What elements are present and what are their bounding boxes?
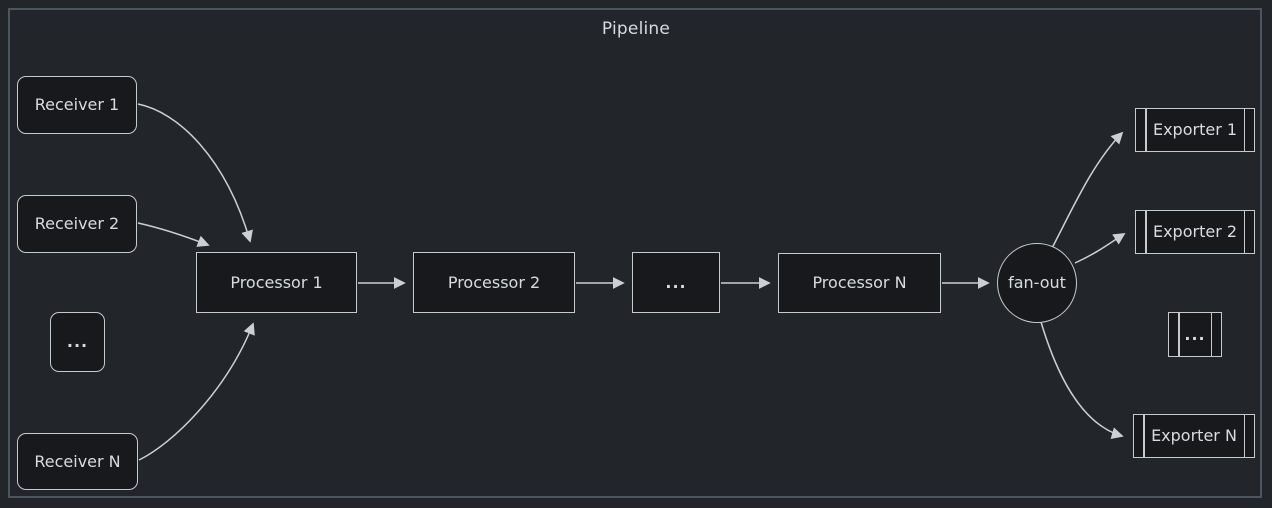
edge-receiverN-processor1: [138, 322, 255, 461]
edge-receiver2-processor1: [137, 222, 210, 247]
subroutine-line: [1243, 415, 1245, 457]
node-processor-n: Processor N: [778, 253, 941, 313]
edge-fanout-exporter1: [1050, 131, 1124, 251]
subroutine-line: [1243, 109, 1245, 151]
node-receiver-2-label: Receiver 2: [34, 214, 120, 234]
node-exporter-2-label: Exporter 2: [1152, 222, 1238, 242]
subroutine-line: [1178, 313, 1180, 356]
diagram-title: Pipeline: [601, 19, 671, 39]
node-processor-1: Processor 1: [196, 252, 357, 313]
node-processor-2: Processor 2: [413, 252, 575, 313]
node-exporter-ellipsis-label: ...: [1184, 324, 1206, 344]
subroutine-line: [1143, 415, 1145, 457]
node-processor-1-label: Processor 1: [230, 272, 323, 292]
edge-receiver1-processor1: [137, 103, 253, 243]
node-fan-out: fan-out: [997, 243, 1077, 323]
subroutine-line: [1243, 211, 1245, 253]
node-fan-out-label: fan-out: [1008, 273, 1066, 293]
node-exporter-n: Exporter N: [1133, 414, 1255, 458]
node-receiver-ellipsis: ...: [50, 312, 105, 372]
subroutine-line: [1145, 109, 1147, 151]
node-receiver-n-label: Receiver N: [34, 451, 121, 471]
node-exporter-ellipsis: ...: [1168, 312, 1222, 357]
node-receiver-n: Receiver N: [17, 433, 138, 490]
node-receiver-ellipsis-label: ...: [66, 332, 89, 352]
edge-fanout-exporter2: [1074, 233, 1126, 264]
subroutine-line: [1210, 313, 1212, 356]
pipeline-container-box: [8, 8, 1262, 498]
node-exporter-1: Exporter 1: [1135, 108, 1255, 152]
node-processor-ellipsis: ...: [632, 252, 720, 313]
node-processor-n-label: Processor N: [812, 273, 907, 293]
node-receiver-2: Receiver 2: [17, 195, 137, 253]
node-receiver-1: Receiver 1: [17, 76, 137, 134]
node-exporter-n-label: Exporter N: [1151, 426, 1237, 446]
node-exporter-2: Exporter 2: [1135, 210, 1255, 254]
node-exporter-1-label: Exporter 1: [1152, 120, 1238, 140]
node-processor-ellipsis-label: ...: [665, 272, 687, 292]
node-receiver-1-label: Receiver 1: [34, 95, 120, 115]
edge-fanout-exporterN: [1040, 321, 1124, 439]
node-processor-2-label: Processor 2: [447, 272, 541, 292]
subroutine-line: [1145, 211, 1147, 253]
